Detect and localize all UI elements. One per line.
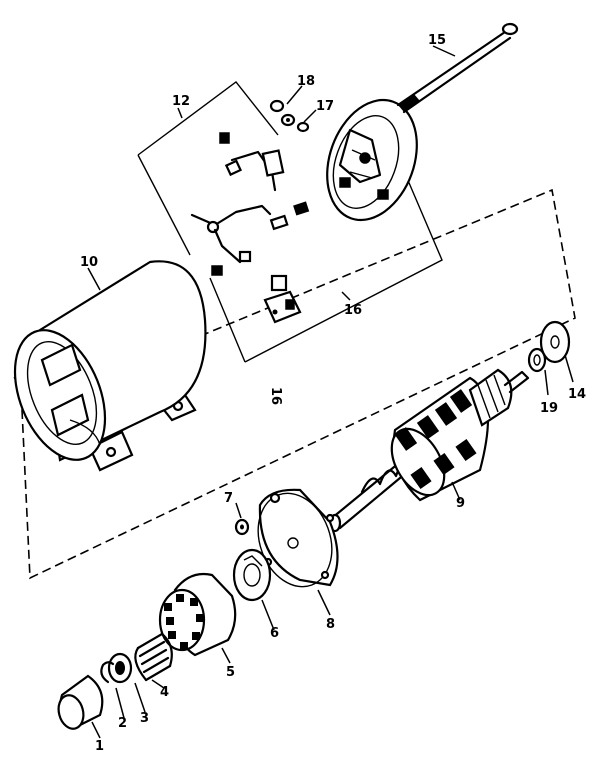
through-bolt	[396, 22, 519, 114]
label-part-19: 19	[540, 401, 558, 416]
label-part-5: 5	[226, 665, 235, 680]
label-part-7: 7	[224, 491, 233, 506]
label-part-16: 16	[344, 303, 362, 318]
brush-holder-assembly	[190, 132, 310, 324]
part-labels: 10 12 15 18 17 16 16 19 14 9 7 8 6 5 4 3…	[80, 33, 586, 754]
label-part-15: 15	[428, 33, 446, 48]
armature	[328, 368, 530, 533]
label-part-10: 10	[80, 255, 98, 270]
label-part-16-upper: 16	[268, 387, 283, 405]
label-part-6: 6	[270, 626, 279, 641]
label-part-2: 2	[118, 716, 127, 731]
nut-and-lockwasher	[269, 99, 310, 133]
dashed-assembly-outline	[21, 188, 576, 580]
label-part-18: 18	[297, 74, 315, 89]
label-part-17: 17	[316, 99, 334, 114]
dust-cover-cap	[57, 674, 104, 730]
thrust-washers	[527, 320, 571, 373]
label-part-4: 4	[160, 685, 169, 700]
pinion-drive-gear	[158, 572, 237, 657]
label-part-14: 14	[568, 387, 586, 402]
commutator-end-cap	[326, 98, 418, 222]
retaining-ring	[100, 661, 115, 684]
motor-frame-housing	[13, 260, 207, 472]
label-part-3: 3	[140, 711, 149, 726]
anti-drift-spring	[134, 632, 173, 682]
label-part-12: 12	[172, 94, 190, 109]
label-part-8: 8	[326, 617, 335, 632]
small-nut	[234, 518, 250, 536]
retainer-cup	[107, 652, 133, 684]
label-part-9: 9	[456, 496, 465, 511]
label-part-1: 1	[95, 739, 104, 754]
drive-collar	[232, 548, 272, 602]
brush-kit-bracket	[137, 81, 443, 363]
leader-lines	[87, 45, 574, 739]
